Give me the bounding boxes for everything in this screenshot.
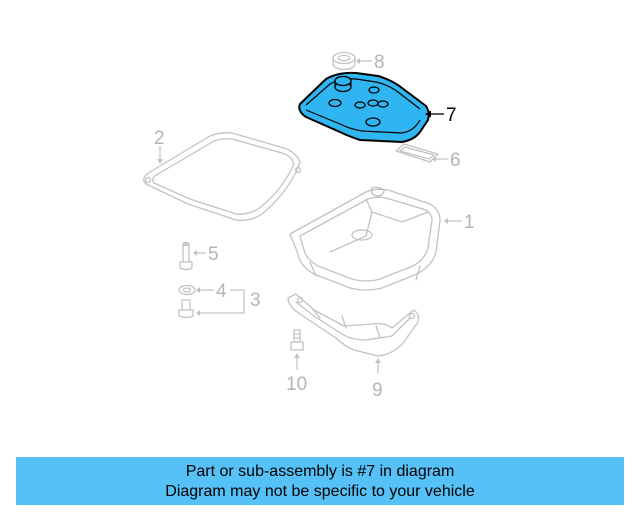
- arrow-6: [432, 156, 436, 162]
- arrow-10: [294, 353, 300, 358]
- part-10-plug[interactable]: [290, 329, 304, 351]
- parts-diagram: 8 7 6 2: [143, 51, 475, 401]
- callout-5: 5: [208, 244, 219, 265]
- callout-7: 7: [446, 105, 457, 126]
- part-2-gasket[interactable]: [143, 132, 302, 222]
- arrow-8: [356, 58, 360, 64]
- callout-8: 8: [374, 52, 385, 73]
- part-4-washer[interactable]: [178, 284, 196, 296]
- arrow-4: [196, 287, 200, 293]
- part-1-oil-pan[interactable]: [289, 186, 441, 291]
- callout-3: 3: [250, 290, 261, 311]
- leader-3: [199, 289, 245, 314]
- arrow-3: [196, 310, 200, 316]
- callout-6: 6: [450, 150, 461, 171]
- banner-line-1: Part or sub-assembly is #7 in diagram: [185, 462, 455, 480]
- part-3-screw[interactable]: [178, 299, 194, 319]
- info-banner: Part or sub-assembly is #7 in diagram Di…: [16, 457, 624, 505]
- arrow-9: [375, 358, 381, 363]
- arrow-5: [193, 250, 197, 256]
- callout-4: 4: [216, 281, 227, 302]
- part-7-filter[interactable]: [298, 71, 430, 143]
- part-8-seal[interactable]: [332, 51, 356, 71]
- banner-line-2: Diagram may not be specific to your vehi…: [165, 482, 475, 500]
- callout-2: 2: [154, 128, 165, 149]
- arrow-1: [444, 218, 448, 224]
- callout-1: 1: [464, 212, 475, 233]
- callout-10: 10: [286, 374, 307, 395]
- arrow-2: [157, 159, 163, 164]
- part-9-shield[interactable]: [287, 293, 420, 357]
- part-5-bolt[interactable]: [179, 241, 193, 271]
- part-6-plate[interactable]: [395, 143, 439, 163]
- callout-9: 9: [372, 380, 383, 401]
- arrow-7: [425, 110, 431, 118]
